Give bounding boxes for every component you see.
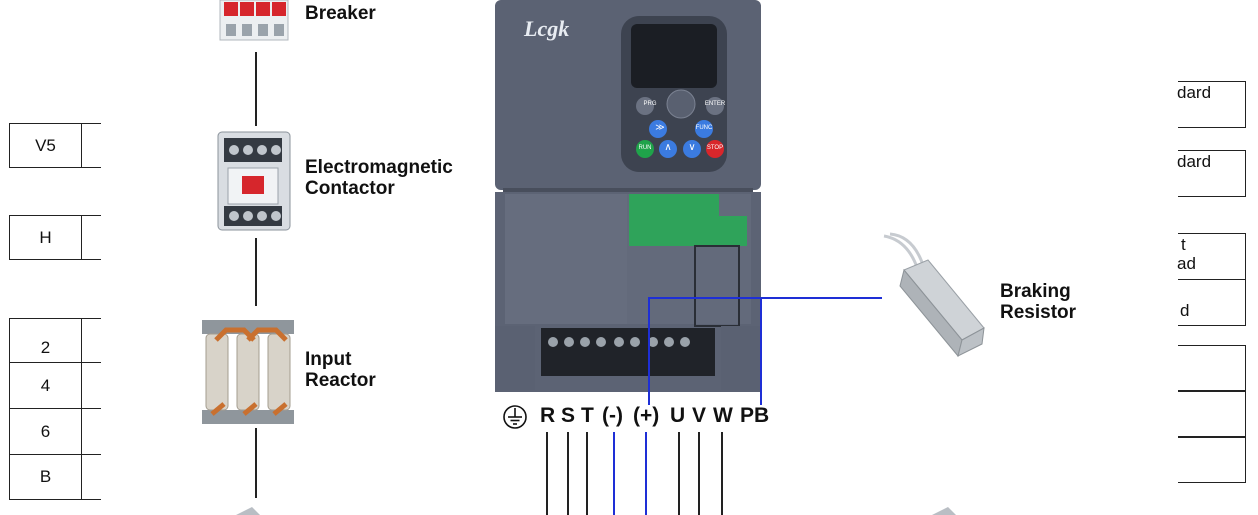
key-shift[interactable]: ≫ — [655, 122, 665, 132]
left-table-cell-6: 6 — [9, 408, 82, 455]
right-table-cell-5 — [1178, 345, 1246, 391]
partial-device-right — [932, 507, 956, 515]
key-down[interactable]: ∨ — [688, 142, 696, 153]
ground-icon — [503, 405, 527, 429]
right-table-cell-7 — [1178, 437, 1246, 483]
left-table-cell-v5: V5 — [9, 123, 82, 168]
circuit-breaker-image — [219, 0, 289, 41]
left-table-cell-h-right — [81, 215, 101, 260]
key-run[interactable]: RUN — [638, 145, 652, 151]
terminal-w: W — [713, 404, 733, 427]
left-table-text: H — [39, 227, 52, 247]
right-table-text: t — [1181, 235, 1186, 254]
wire-plus — [645, 432, 647, 515]
contactor-image — [217, 131, 291, 231]
terminal-u: U — [670, 404, 686, 427]
key-prg[interactable]: PRG — [643, 101, 657, 107]
left-table-cell-4: 4 — [9, 362, 82, 409]
terminal-pb: PB — [740, 404, 770, 427]
left-table-text: 4 — [40, 375, 51, 395]
terminal-s: S — [561, 404, 576, 427]
resistor-label-1: Braking — [1000, 281, 1071, 302]
supply-wire-2 — [255, 238, 257, 306]
left-table-text: V5 — [35, 135, 56, 155]
left-table-cell-4-right — [81, 362, 101, 409]
reactor-label-2: Reactor — [305, 370, 376, 391]
left-table-cell-b: B — [9, 454, 82, 500]
left-table-cell-2: 2 — [9, 318, 82, 363]
terminal-v: V — [692, 404, 707, 427]
wire-r — [546, 432, 548, 515]
left-table-cell-h: H — [9, 215, 82, 260]
right-table-text: dard — [1177, 83, 1212, 102]
key-enter[interactable]: ENTER — [704, 101, 726, 107]
input-reactor-image — [202, 320, 294, 424]
right-table-text: dard — [1177, 152, 1212, 171]
left-table-cell-b-right — [81, 454, 101, 500]
vfd-drive-image — [495, 0, 761, 392]
wire-u — [678, 432, 680, 515]
braking-wire-pb — [760, 297, 762, 405]
resistor-label-2: Resistor — [1000, 302, 1077, 323]
left-table-cell-2-right — [81, 318, 101, 363]
terminal-r: R — [540, 404, 556, 427]
braking-wire-plus — [648, 297, 650, 405]
contactor-label-1: Electromagnetic — [305, 157, 453, 178]
left-table-text: 6 — [40, 421, 51, 441]
right-table-cell-1: dard — [1177, 81, 1246, 128]
key-stop[interactable]: STOP — [706, 145, 724, 151]
terminal-t: T — [581, 404, 594, 427]
wire-s — [567, 432, 569, 515]
key-func[interactable]: FUNC — [695, 125, 713, 131]
left-table-text: B — [39, 467, 52, 486]
right-table-cell-4: d — [1178, 279, 1246, 326]
wire-w — [721, 432, 723, 515]
left-table-cell-6-right — [81, 408, 101, 455]
braking-resistor-image — [883, 232, 985, 358]
supply-wire-3 — [255, 428, 257, 498]
right-table-cell-2: dard — [1177, 150, 1246, 197]
terminal-minus: (-) — [602, 404, 623, 427]
braking-wire-horizontal — [649, 297, 882, 299]
right-table-cell-6 — [1178, 391, 1246, 437]
wire-minus — [613, 432, 615, 515]
wire-v — [698, 432, 700, 515]
wire-t — [586, 432, 588, 515]
contactor-label-2: Contactor — [305, 178, 395, 199]
partial-device-left — [236, 507, 260, 515]
breaker-label: Breaker — [305, 3, 376, 24]
right-table-text: ad — [1177, 254, 1196, 273]
brand-logo: Lcgk — [524, 16, 570, 41]
terminal-plus: (+) — [633, 404, 660, 427]
reactor-label-1: Input — [305, 349, 352, 370]
right-table-text: d — [1180, 301, 1190, 320]
left-table-text: 2 — [40, 338, 51, 357]
supply-wire-1 — [255, 52, 257, 126]
left-table-cell-v5-right — [81, 123, 101, 168]
right-table-cell-3: t ad — [1177, 233, 1246, 280]
key-up[interactable]: ∧ — [664, 142, 672, 153]
